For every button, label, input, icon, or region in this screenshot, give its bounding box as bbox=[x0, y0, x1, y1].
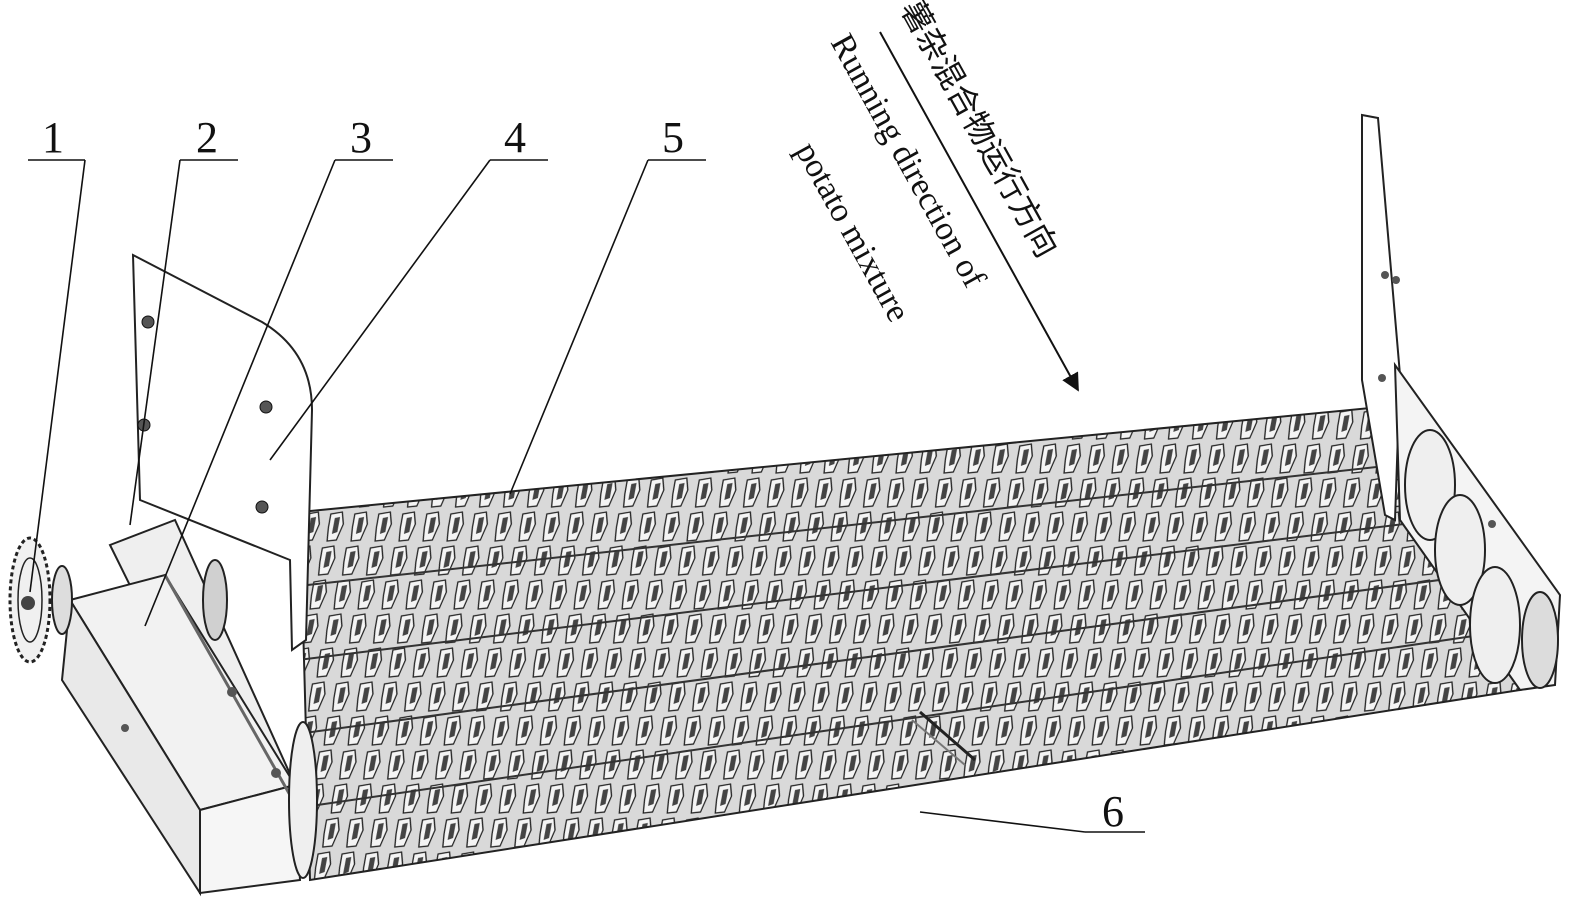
right-side-plate bbox=[1361, 113, 1562, 692]
callout-2: 2 bbox=[196, 113, 218, 162]
callout-4: 4 bbox=[504, 113, 526, 162]
scraper-blade bbox=[919, 710, 976, 762]
roller-row-line bbox=[301, 463, 1401, 587]
roller-end-disc bbox=[202, 559, 228, 641]
drive-sprocket bbox=[8, 536, 73, 664]
scraper-blade bbox=[911, 719, 966, 766]
bolt bbox=[255, 500, 269, 514]
bolt bbox=[259, 400, 273, 414]
roller-row-line bbox=[303, 519, 1431, 661]
callout-leaders bbox=[28, 159, 1145, 833]
roller-row-line bbox=[307, 632, 1491, 808]
drive-housing bbox=[60, 518, 302, 897]
callout-1: 1 bbox=[42, 113, 64, 162]
callout-5: 5 bbox=[662, 113, 684, 162]
direction-arrow bbox=[879, 31, 1079, 392]
roller-row-lines bbox=[301, 463, 1491, 808]
bolt bbox=[141, 315, 155, 329]
direction-label-cn: 薯杂混合物运行方向 bbox=[893, 0, 1066, 264]
roller-bed bbox=[298, 406, 1522, 882]
callout-6: 6 bbox=[1102, 787, 1124, 836]
roller-end-disc bbox=[288, 721, 318, 879]
left-side-plate bbox=[131, 253, 314, 652]
roller-bed-body bbox=[298, 406, 1522, 882]
callout-3: 3 bbox=[350, 113, 372, 162]
roller-row-line bbox=[305, 576, 1461, 734]
